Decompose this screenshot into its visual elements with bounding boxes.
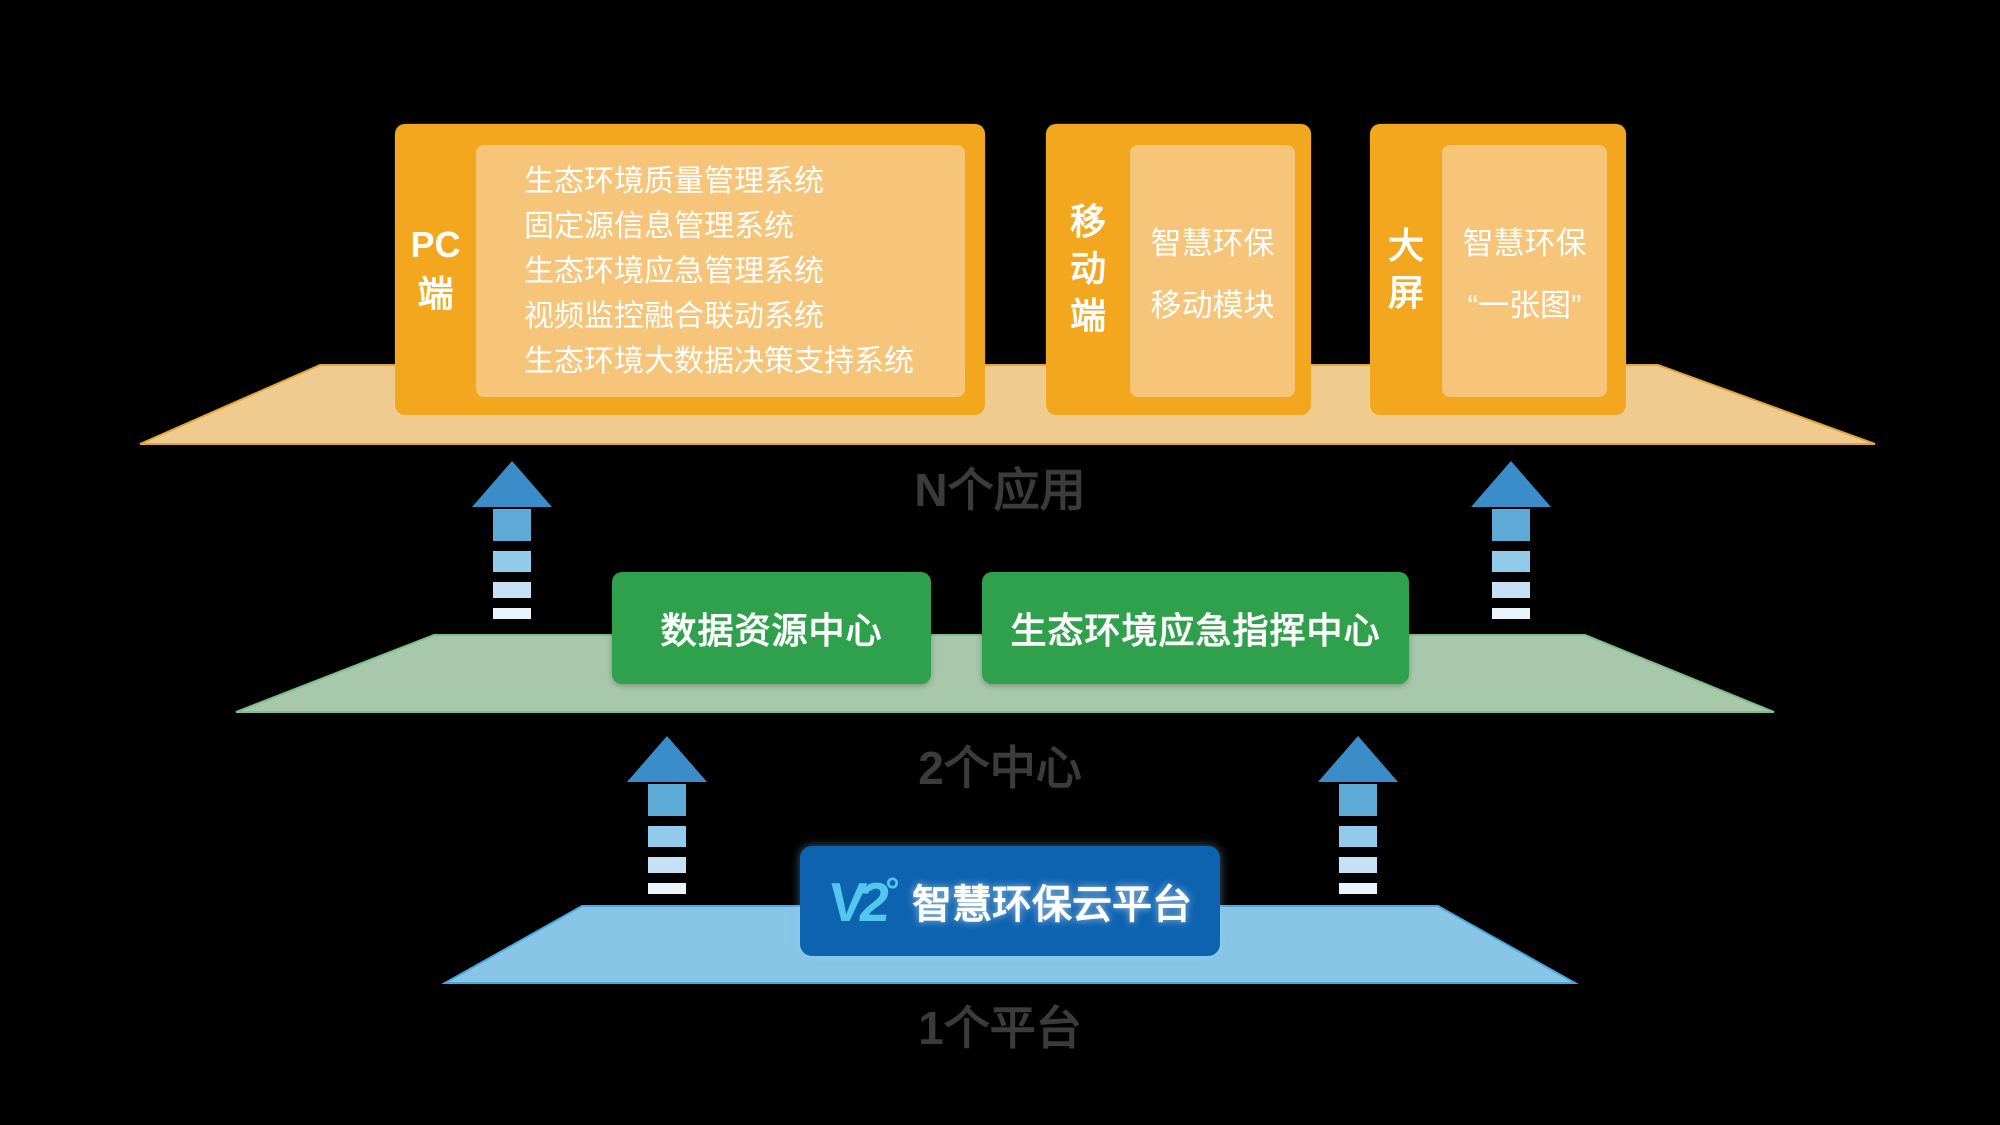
pc-side-label: PC端 bbox=[410, 223, 461, 314]
system-item: 生态环境质量管理系统 bbox=[524, 164, 824, 198]
up-arrow-icon bbox=[627, 736, 707, 894]
pc-systems-panel: 生态环境质量管理系统 固定源信息管理系统 生态环境应急管理系统 视频监控融合联动… bbox=[476, 145, 965, 397]
mobile-panel-line: 智慧环保 bbox=[1150, 225, 1275, 261]
mobile-side-label: 移动端 bbox=[1069, 201, 1106, 336]
bigscreen-client-box: 大屏 智慧环保 “一张图” bbox=[1370, 124, 1626, 415]
up-arrow-icon bbox=[472, 461, 552, 619]
bigscreen-panel-line: 智慧环保 bbox=[1462, 225, 1587, 261]
centers-layer-label: 2个中心 bbox=[918, 742, 1082, 794]
apps-layer-label: N个应用 bbox=[914, 464, 1086, 516]
up-arrow-icon bbox=[1318, 736, 1398, 894]
data-resource-center-box: 数据资源中心 bbox=[612, 572, 931, 684]
up-arrow-icon bbox=[1471, 461, 1551, 619]
system-item: 视频监控融合联动系统 bbox=[524, 299, 824, 333]
mobile-panel-line: 移动模块 bbox=[1150, 287, 1275, 323]
mobile-panel: 智慧环保 移动模块 bbox=[1130, 145, 1295, 397]
system-item: 生态环境应急管理系统 bbox=[524, 254, 824, 288]
bigscreen-panel: 智慧环保 “一张图” bbox=[1442, 145, 1607, 397]
cloud-platform-label: 智慧环保云平台 bbox=[912, 883, 1192, 927]
system-item: 固定源信息管理系统 bbox=[524, 209, 794, 243]
platform-layer-label: 1个平台 bbox=[918, 1002, 1082, 1054]
mobile-client-box: 移动端 智慧环保 移动模块 bbox=[1046, 124, 1311, 415]
svg-text:V2: V2 bbox=[828, 872, 892, 930]
v2-logo-icon: V2 bbox=[828, 872, 899, 930]
pc-client-box: PC端 生态环境质量管理系统 固定源信息管理系统 生态环境应急管理系统 视频监控… bbox=[395, 124, 985, 415]
bigscreen-panel-line: “一张图” bbox=[1467, 287, 1582, 323]
emergency-command-center-box: 生态环境应急指挥中心 bbox=[982, 572, 1409, 684]
system-item: 生态环境大数据决策支持系统 bbox=[524, 344, 914, 378]
cloud-platform-box: V2 智慧环保云平台 bbox=[800, 846, 1220, 956]
bigscreen-side-label: 大屏 bbox=[1387, 224, 1424, 313]
